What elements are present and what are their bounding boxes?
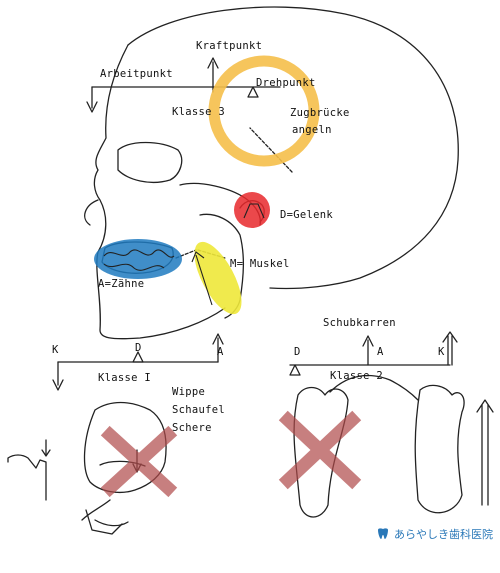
skull-outline [127,6,459,290]
label-drehpunkt: Drehpunkt [256,77,316,89]
label-d-left: D [135,342,142,354]
lever-right-fulcrum [289,364,301,376]
label-muskel: M= Muskel [230,258,290,270]
cross-right-b [278,410,362,490]
gum-curve [329,374,419,401]
gelenk-highlight [234,192,270,228]
zahne-highlight [94,239,182,279]
label-klasse1: Klasse I [98,372,151,384]
tooth-right [414,384,465,514]
lever-left-fulcrum [132,351,144,363]
label-schubkarren: Schubkarren [323,317,396,329]
label-a-right: A [377,346,384,358]
clinic-logo: あらやしき歯科医院 [376,526,493,542]
label-zugbrucke-2: angeln [292,124,332,136]
muskel-arrow [191,251,213,306]
cross-left-b [100,425,178,498]
label-klasse3: Klasse 3 [172,106,225,118]
skull-face [93,44,226,340]
label-arbeitpunkt: Arbeitpunkt [100,68,173,80]
label-k-left: K [52,344,59,356]
drehpunkt-triangle [247,86,259,98]
label-gelenk: D=Gelenk [280,209,333,221]
label-klasse2: Klasse 2 [330,370,383,382]
label-zahne: A=Zähne [98,278,145,290]
drehpunkt-highlight-ring [208,55,320,167]
label-schaufel: Schaufel [172,404,225,416]
label-a-left: A [217,346,224,358]
nose [84,199,99,226]
label-d-right: D [294,346,301,358]
label-schere: Schere [172,422,212,434]
muskel-highlight [194,241,242,315]
label-k-right: K [438,346,445,358]
label-wippe: Wippe [172,386,206,398]
label-kraftpunkt: Kraftpunkt [196,40,263,52]
clinic-name: あらやしき歯科医院 [394,528,493,541]
jaw-sketch-left [7,454,47,501]
eye-socket [117,141,183,184]
tooth-logo-icon [378,528,388,539]
drawbridge-cable [249,127,293,173]
label-zugbrucke-1: Zugbrücke [290,107,350,119]
